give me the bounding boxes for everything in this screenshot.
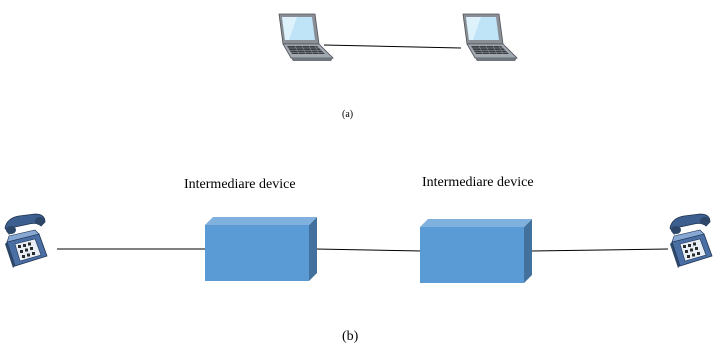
telephone-right-icon bbox=[669, 213, 713, 269]
panel-b bbox=[4, 213, 713, 283]
device-1-label: Intermediare device bbox=[184, 177, 296, 192]
panel-a bbox=[278, 13, 518, 62]
laptop-right-icon bbox=[462, 13, 518, 62]
device-1-box-icon bbox=[205, 217, 317, 281]
link-device-1-device-2 bbox=[315, 248, 423, 252]
device-2-box-icon bbox=[420, 219, 532, 283]
telephone-left-icon bbox=[4, 213, 48, 269]
caption-a: (a) bbox=[342, 109, 354, 120]
link-laptops bbox=[323, 44, 462, 49]
caption-b: (b) bbox=[342, 329, 359, 344]
device-2-label: Intermediare device bbox=[422, 175, 534, 190]
link-device-2-phone-right bbox=[531, 248, 669, 252]
laptop-left-icon bbox=[278, 13, 334, 62]
